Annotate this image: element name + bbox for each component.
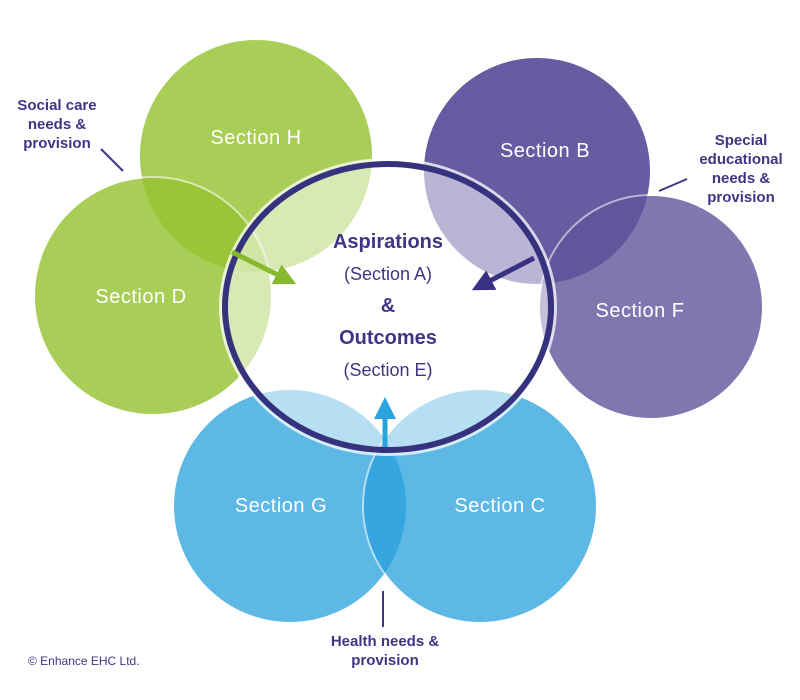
center-text: Aspirations (Section A) & Outcomes (Sect…: [288, 226, 488, 386]
label-section-d: Section D: [95, 286, 187, 308]
label-section-f: Section F: [595, 300, 685, 322]
label-section-b: Section B: [499, 140, 591, 162]
center-outcomes: Outcomes: [339, 327, 437, 349]
label-section-c: Section C: [454, 495, 546, 517]
center-ampersand: &: [380, 295, 396, 317]
copyright: © Enhance EHC Ltd.: [28, 654, 140, 668]
label-section-h: Section H: [210, 127, 302, 149]
annotation-health-needs: Health needs & provision: [330, 633, 440, 669]
annotation-social-care: Social care needs & provision: [17, 97, 97, 152]
circle-section-f: [540, 196, 762, 418]
special-needs-pointer-line: [658, 178, 688, 192]
center-section-e: (Section E): [343, 360, 433, 380]
label-section-g: Section G: [234, 495, 328, 517]
center-aspirations: Aspirations: [332, 231, 444, 253]
annotation-special-educational: Special educational needs & provision: [699, 132, 783, 206]
center-section-a: (Section A): [343, 264, 433, 284]
